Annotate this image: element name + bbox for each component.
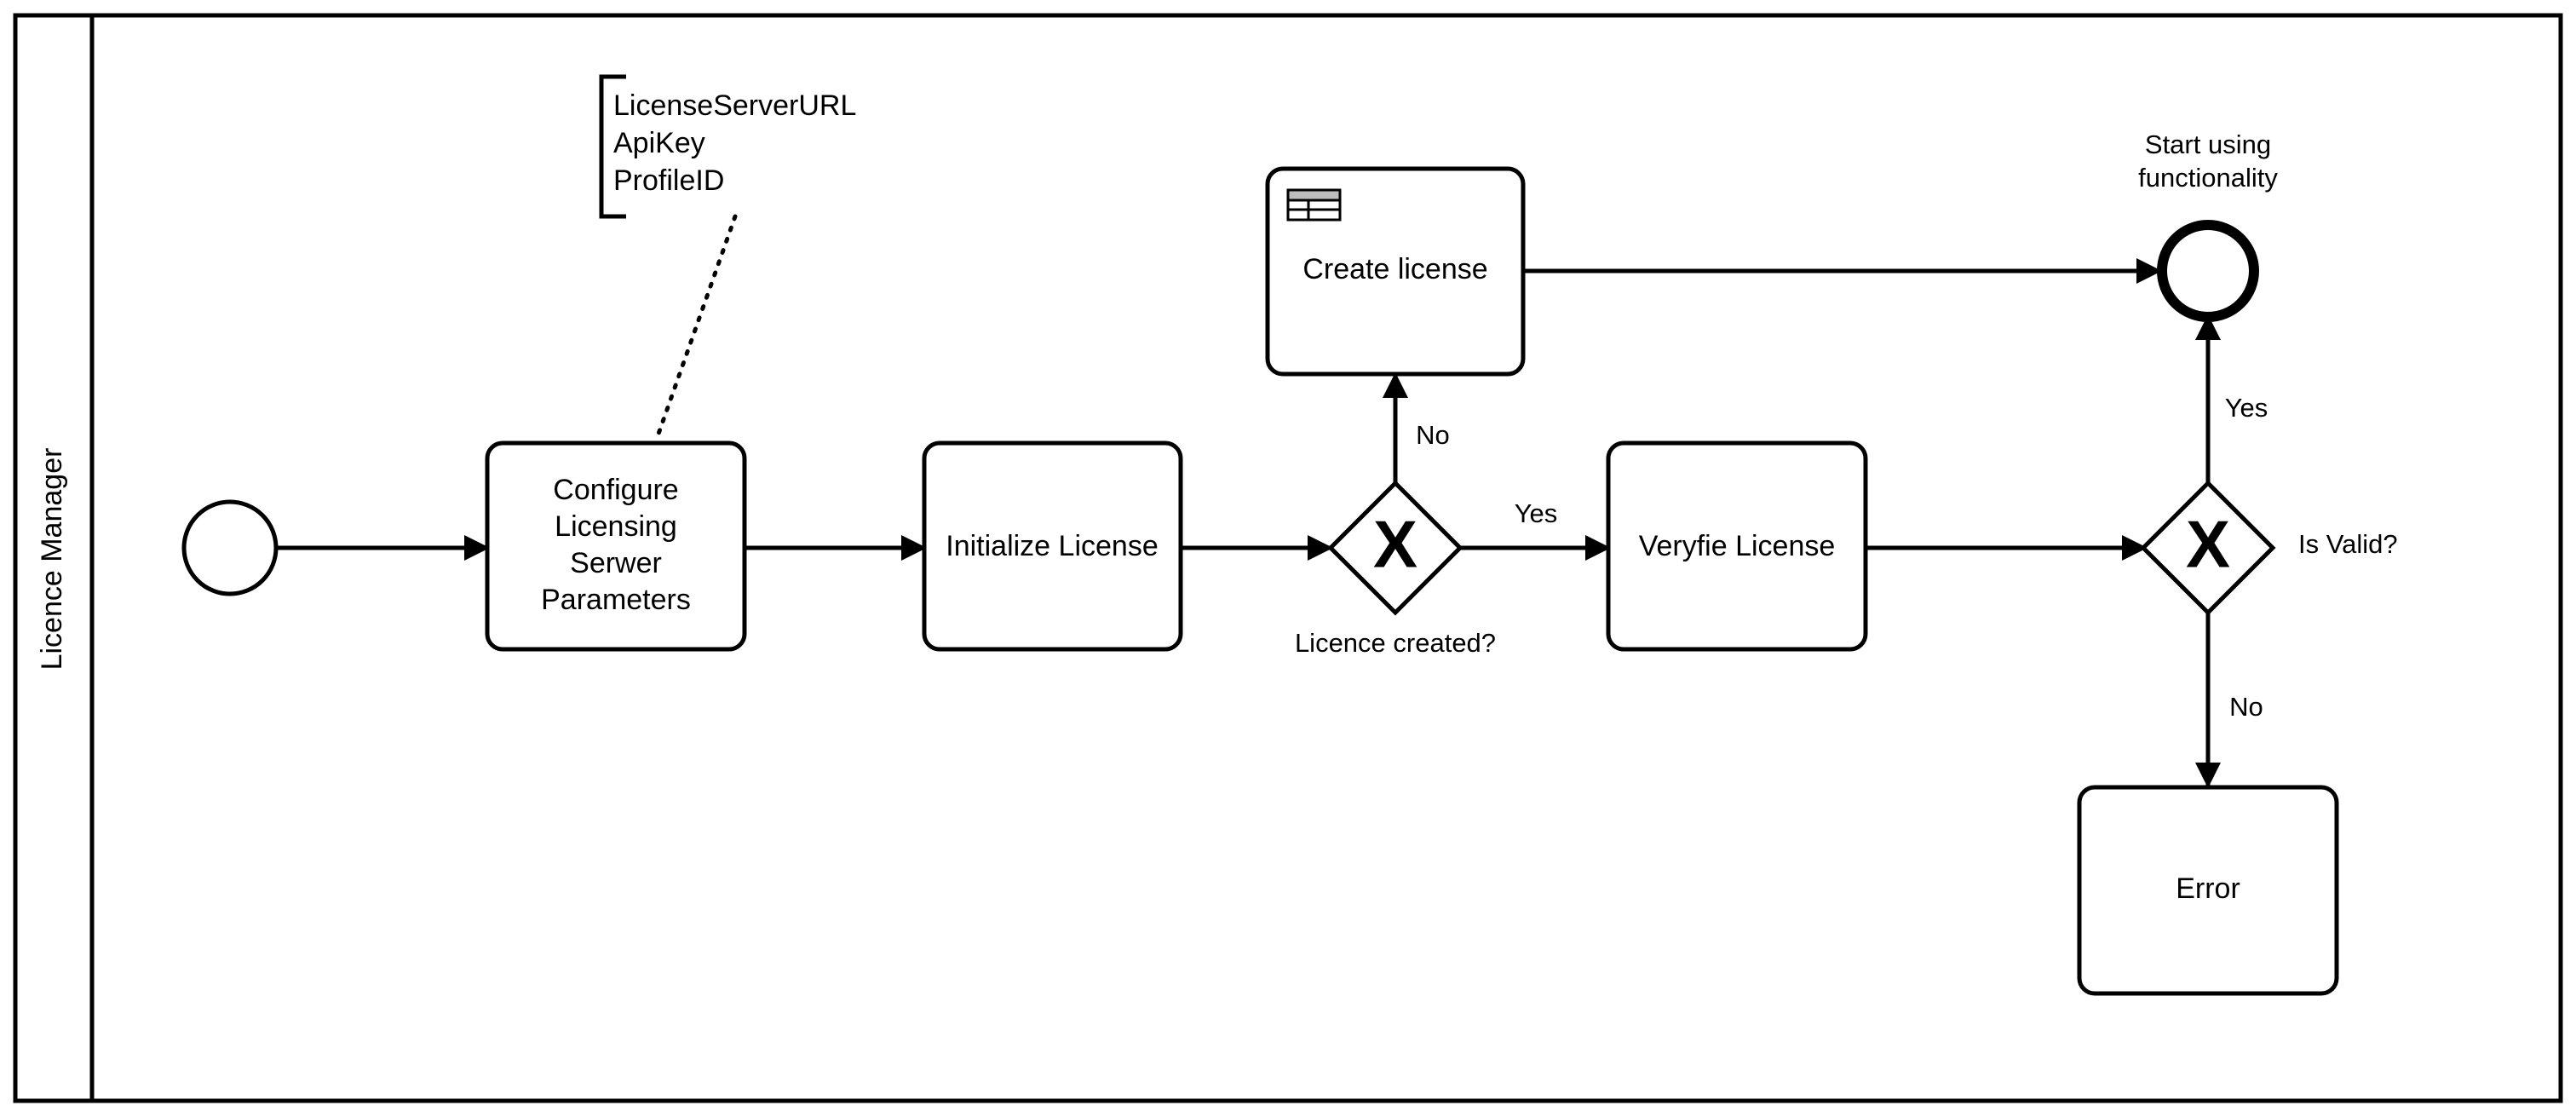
annotation-line-api-key: ApiKey: [613, 127, 705, 159]
table-icon: [1286, 188, 1342, 222]
end-event-label-line-1: Start using: [2145, 130, 2271, 159]
initialize-task-label: Initialize License: [946, 530, 1158, 562]
parameter-annotation: LicenseServerURL ApiKey ProfileID: [599, 74, 856, 439]
configure-task-line-2: Licensing: [555, 510, 677, 543]
configure-task-line-3: Serwer: [570, 547, 662, 579]
is-valid-no-label: No: [2229, 692, 2263, 722]
licence-created-no-label: No: [1416, 420, 1450, 450]
verify-license-task[interactable]: Veryfie License: [1606, 440, 1868, 652]
licence-created-yes-label: Yes: [1515, 498, 1558, 528]
initialize-license-task[interactable]: Initialize License: [922, 440, 1183, 652]
licence-created-gateway[interactable]: X Licence created? No Yes: [1295, 420, 1557, 658]
annotation-line-license-server-url: LicenseServerURL: [613, 89, 856, 122]
error-task-label: Error: [2176, 872, 2240, 905]
licence-created-gateway-marker: X: [1373, 507, 1417, 582]
start-event[interactable]: [181, 499, 279, 596]
is-valid-yes-label: Yes: [2225, 393, 2268, 423]
licence-created-label: Licence created?: [1295, 628, 1496, 658]
is-valid-label: Is Valid?: [2298, 529, 2398, 559]
pool-lane-label: Licence Manager: [36, 448, 68, 671]
create-license-task[interactable]: Create license: [1265, 166, 1526, 377]
annotation-line-profile-id: ProfileID: [613, 164, 724, 197]
verify-task-label: Veryfie License: [1639, 530, 1836, 562]
end-event[interactable]: Start using functionality: [2138, 130, 2278, 322]
configure-licensing-task[interactable]: Configure Licensing Serwer Parameters: [485, 440, 747, 652]
end-event-label-line-2: functionality: [2138, 163, 2278, 193]
create-task-label: Create license: [1302, 253, 1487, 285]
licence-manager-pool: Licence Manager: [13, 13, 2563, 1103]
error-task[interactable]: Error: [2077, 785, 2339, 996]
is-valid-gateway-marker: X: [2186, 507, 2230, 582]
is-valid-gateway[interactable]: X Is Valid? Yes No: [2140, 393, 2398, 722]
configure-task-line-1: Configure: [553, 474, 678, 506]
sequence-flows: [276, 258, 2221, 788]
configure-task-line-4: Parameters: [541, 584, 691, 616]
